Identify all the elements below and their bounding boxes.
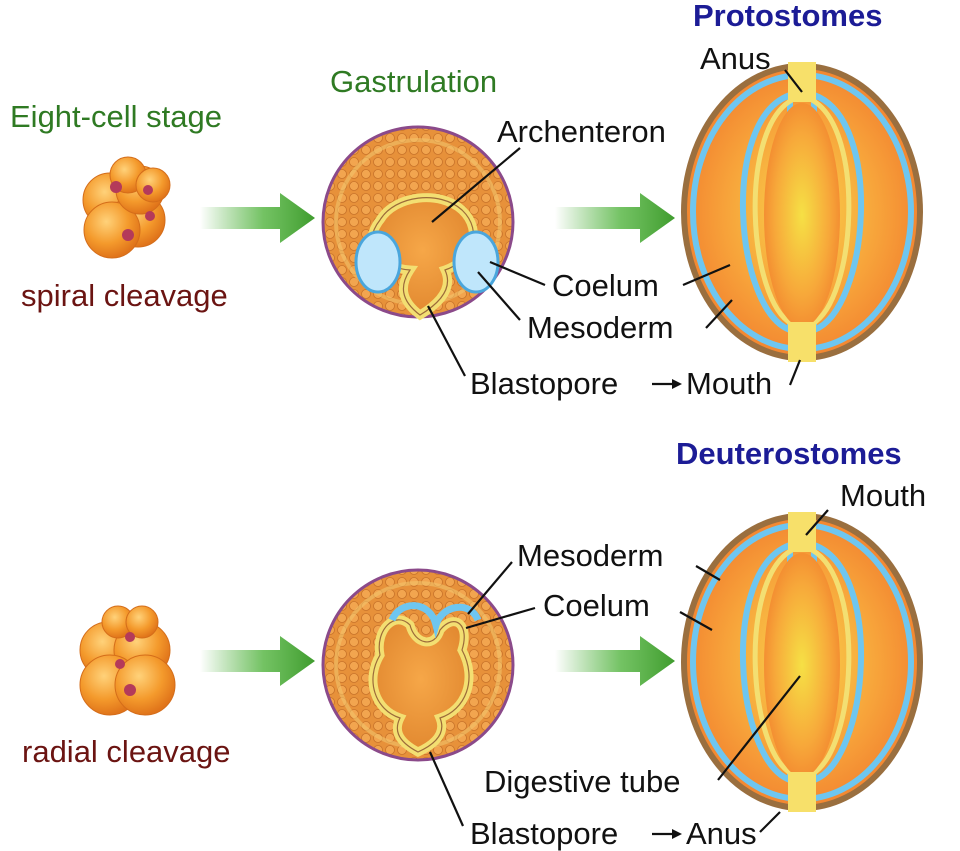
leader-mouth-top xyxy=(788,359,802,386)
bottom-deuterostome-body xyxy=(681,512,923,812)
deuterostomes-title: Deuterostomes xyxy=(676,436,902,471)
leader-coelum-bottom-right xyxy=(679,611,713,631)
leader-anus-top xyxy=(784,69,803,93)
leader-coelum-top-left xyxy=(489,260,546,287)
blastopore-label-bottom: Blastopore xyxy=(470,816,619,851)
blastopore-label-top: Blastopore xyxy=(470,366,619,401)
top-arrow-2 xyxy=(555,193,675,243)
leader-mesoderm-bottom-right xyxy=(695,565,721,581)
leader-lines xyxy=(427,69,829,833)
protostomes-title: Protostomes xyxy=(693,0,883,33)
mouth-label-bottom: Mouth xyxy=(840,478,927,513)
bottom-arrow-1 xyxy=(200,636,315,686)
leader-coelum-top-right xyxy=(682,263,731,287)
top-protostome-body xyxy=(681,62,923,362)
leader-blastopore-bottom xyxy=(428,751,465,827)
leader-digestive-tube xyxy=(717,675,801,781)
radial-cleavage-label: radial cleavage xyxy=(22,734,231,769)
gastrulation-label: Gastrulation xyxy=(330,64,498,99)
mesoderm-label-bottom: Mesoderm xyxy=(517,538,664,573)
leader-mesoderm-top-left xyxy=(477,271,521,321)
top-arrow-1 xyxy=(200,193,315,243)
mouth-label-top: Mouth xyxy=(686,366,773,401)
digestive-tube-label: Digestive tube xyxy=(484,764,681,799)
coelum-label-top: Coelum xyxy=(552,268,659,303)
archenteron-label: Archenteron xyxy=(497,114,666,149)
eight-cell-stage-label: Eight-cell stage xyxy=(10,99,222,134)
top-eight-cell-embryo xyxy=(82,156,171,259)
leader-mesoderm-bottom-left xyxy=(467,561,513,615)
bottom-arrow-2 xyxy=(555,636,675,686)
leader-anus-bottom xyxy=(759,811,781,833)
top-gastrula xyxy=(321,125,515,321)
leader-archenteron xyxy=(431,147,521,223)
leader-mesoderm-top-right xyxy=(705,299,733,329)
anus-label-top: Anus xyxy=(700,41,771,76)
blastopore-arrows xyxy=(652,379,682,839)
bottom-gastrula xyxy=(321,568,515,762)
coelum-label-bottom: Coelum xyxy=(543,588,650,623)
leader-blastopore-top xyxy=(427,305,466,377)
leader-coelum-bottom-left xyxy=(465,606,536,630)
bottom-eight-cell-embryo xyxy=(79,605,176,716)
leader-mouth-bottom xyxy=(805,509,829,536)
spiral-cleavage-label: spiral cleavage xyxy=(21,278,228,313)
mesoderm-label-top: Mesoderm xyxy=(527,310,674,345)
anus-label-bottom: Anus xyxy=(686,816,757,851)
